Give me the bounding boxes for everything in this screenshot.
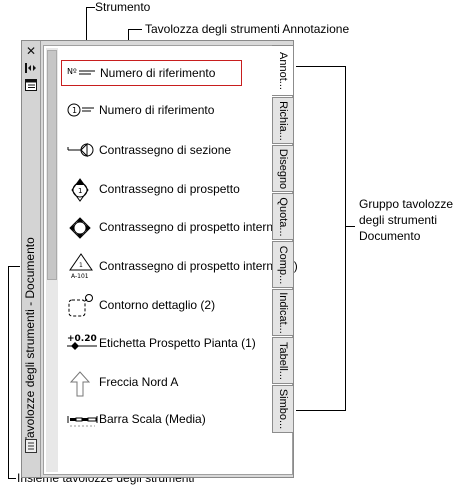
tab-simboli[interactable]: Simbo... — [272, 385, 294, 433]
north-arrow-icon — [67, 370, 93, 398]
svg-text:1: 1 — [78, 187, 82, 195]
elevation-mark-icon: 1 — [67, 177, 93, 202]
tab-richiami[interactable]: Richia... — [272, 97, 294, 144]
bracket-line — [345, 226, 355, 227]
section-mark-icon — [67, 138, 94, 162]
svg-text:Nº: Nº — [67, 67, 77, 76]
bracket-line — [296, 410, 346, 411]
tool-item-contrassegno-sezione[interactable]: Contrassegno di sezione — [59, 135, 289, 165]
svg-text:A-101: A-101 — [71, 273, 89, 280]
tool-item-contrassegno-prospetto[interactable]: 1 Contrassegno di prospetto — [59, 174, 289, 204]
palette-set-icon[interactable] — [25, 439, 37, 453]
tool-palette-window: ✕ Tavolozze degli strumenti - Documento … — [21, 40, 298, 478]
tab-tabelle[interactable]: Tabell... — [272, 337, 294, 384]
tool-item-numero-riferimento-1[interactable]: Nº Numero di riferimento — [61, 60, 242, 86]
svg-text:1: 1 — [79, 262, 83, 269]
tool-item-label: Contrassegno di prospetto interno (3) — [99, 259, 298, 273]
callout-line — [128, 29, 142, 30]
detail-boundary-icon — [67, 293, 93, 317]
reference-number-small-icon: Nº — [67, 63, 97, 81]
tab-quote[interactable]: Quota... — [272, 193, 294, 240]
callout-line — [86, 7, 95, 8]
scrollbar[interactable] — [46, 48, 58, 472]
reference-number-icon: 1 — [67, 98, 94, 122]
palette-content: Nº Numero di riferimento 1 Numero di rif… — [43, 45, 298, 475]
bracket-line — [345, 66, 346, 411]
tool-item-label: Contrassegno di prospetto — [99, 182, 240, 196]
tool-item-label: Barra Scala (Media) — [99, 412, 206, 426]
plan-elevation-label-icon: +0.20 — [67, 331, 99, 355]
tool-item-numero-riferimento-2[interactable]: 1 Numero di riferimento — [59, 95, 289, 125]
tab-indicatori[interactable]: Indicat... — [272, 289, 294, 336]
svg-text:+0.20: +0.20 — [67, 334, 97, 344]
callout-tavolozza-annotazione: Tavolozza degli strumenti Annotazione — [145, 22, 350, 36]
callout-line — [86, 7, 87, 61]
tool-item-label: Numero di riferimento — [99, 103, 215, 117]
scrollbar-thumb[interactable] — [47, 50, 57, 280]
callout-strumento: Strumento — [95, 0, 151, 14]
auto-hide-icon[interactable] — [25, 62, 37, 74]
palette-title: Tavolozze degli strumenti - Documento — [23, 237, 37, 444]
tool-item-label: Contrassegno di sezione — [99, 143, 232, 157]
tab-annotazione[interactable]: Annot... — [272, 45, 294, 96]
tool-item-label: Contrassegno di prospetto interno — [99, 220, 280, 234]
tab-disegno[interactable]: Disegno — [272, 145, 294, 192]
tool-item-etichetta-prospetto-pianta[interactable]: +0.20 Etichetta Prospetto Pianta (1) — [59, 328, 289, 358]
interior-elevation-mark-icon — [67, 215, 93, 239]
scale-bar-icon — [67, 407, 99, 431]
tool-item-label: Numero di riferimento — [100, 66, 216, 80]
svg-text:1: 1 — [72, 106, 77, 115]
tool-item-barra-scala[interactable]: Barra Scala (Media) — [59, 404, 289, 434]
tool-item-label: Etichetta Prospetto Pianta (1) — [99, 336, 256, 350]
properties-icon[interactable] — [25, 79, 37, 91]
bracket-line — [296, 66, 346, 67]
palette-title-bar[interactable]: ✕ Tavolozze degli strumenti - Documento — [22, 41, 41, 477]
callout-line — [128, 29, 129, 41]
callout-gruppo: Gruppo tavolozze degli strumenti Documen… — [359, 197, 454, 243]
tool-item-label: Contorno dettaglio (2) — [99, 298, 216, 312]
tool-item-contrassegno-prospetto-interno[interactable]: Contrassegno di prospetto interno — [59, 212, 289, 242]
tool-item-label: Freccia Nord A — [99, 375, 179, 389]
callout-line — [8, 266, 20, 267]
tool-item-contorno-dettaglio[interactable]: Contorno dettaglio (2) — [59, 290, 289, 320]
tab-componenti[interactable]: Comp... — [272, 241, 294, 288]
callout-line — [8, 266, 9, 479]
tool-item-freccia-nord[interactable]: Freccia Nord A — [59, 367, 289, 397]
callout-line — [8, 478, 16, 479]
close-icon[interactable]: ✕ — [25, 44, 37, 58]
